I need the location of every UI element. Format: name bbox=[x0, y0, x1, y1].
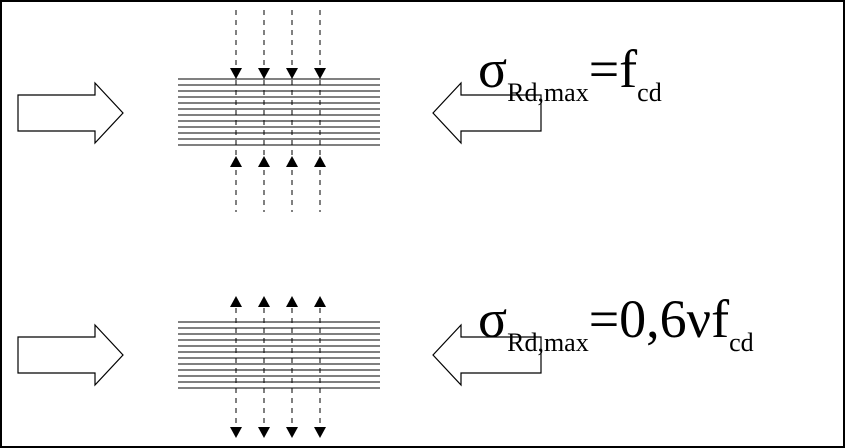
top-downward-arrowheads bbox=[230, 68, 326, 79]
bottom-downward-arrowheads bbox=[230, 427, 326, 438]
bottom-bar-stack bbox=[178, 321, 380, 389]
formula-top: σRd,max=fcd bbox=[478, 42, 662, 106]
bottom-upward-arrowheads bbox=[230, 296, 326, 307]
top-panel bbox=[17, 10, 542, 212]
bottom-right-compression-arrow bbox=[432, 323, 542, 387]
formula-bottom-sigma: σ bbox=[478, 289, 508, 349]
formula-bottom-rhs-subscript: cd bbox=[729, 328, 754, 357]
top-dashed-stress-lines bbox=[235, 10, 321, 212]
top-upward-arrowheads bbox=[230, 156, 326, 167]
formula-top-rhs-subscript: cd bbox=[637, 78, 662, 107]
bottom-dashed-stress-lines bbox=[235, 298, 321, 428]
formula-bottom-subscript: Rd,max bbox=[507, 328, 589, 357]
top-bar-stack bbox=[178, 78, 380, 146]
top-left-compression-arrow bbox=[17, 81, 124, 145]
formula-bottom: σRd,max=0,6νfcd bbox=[478, 292, 754, 356]
formula-top-subscript: Rd,max bbox=[507, 78, 589, 107]
formula-top-rhs: =f bbox=[588, 39, 638, 99]
top-right-compression-arrow bbox=[432, 81, 542, 145]
formula-top-sigma: σ bbox=[478, 39, 508, 99]
bottom-panel bbox=[17, 296, 542, 438]
bottom-left-compression-arrow bbox=[17, 323, 124, 387]
formula-bottom-rhs: =0,6νf bbox=[588, 289, 730, 349]
